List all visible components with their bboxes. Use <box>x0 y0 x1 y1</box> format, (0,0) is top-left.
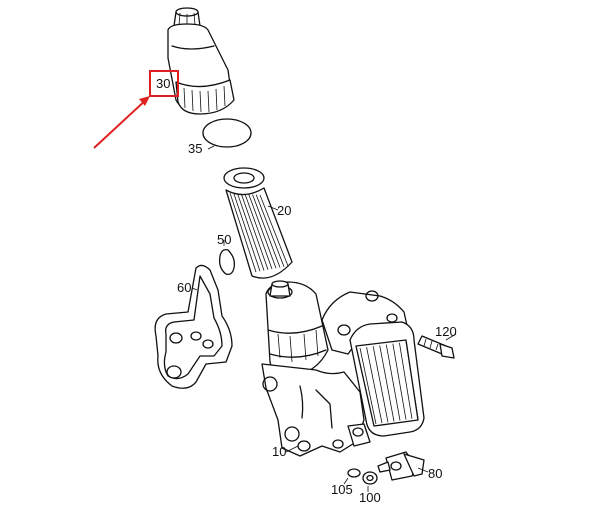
seal <box>218 248 236 276</box>
gasket <box>154 264 233 389</box>
cooler-fin <box>379 345 395 422</box>
filter-pleat <box>248 194 277 269</box>
callout-20: 20 <box>277 203 291 218</box>
filter-pleat <box>229 192 257 273</box>
o-ring <box>202 118 252 148</box>
filter-pleat <box>233 193 261 272</box>
callout-10: 10 <box>272 444 286 459</box>
callout-50: 50 <box>217 232 231 247</box>
filter-pleat <box>237 193 265 271</box>
highlight-box <box>149 70 179 97</box>
oil-sensor <box>377 451 425 481</box>
filter-pleat <box>240 193 269 270</box>
callout-120: 120 <box>435 324 457 339</box>
cooler-fin <box>392 343 407 420</box>
callout-105: 105 <box>331 482 353 497</box>
callout-80: 80 <box>428 466 442 481</box>
callout-100: 100 <box>359 490 381 505</box>
cooler-fin <box>385 344 401 421</box>
filter-element <box>223 167 293 279</box>
cooler-fin <box>372 346 389 423</box>
filter-pleat <box>255 194 285 267</box>
callout-35: 35 <box>188 141 202 156</box>
filter-housing-cap <box>167 7 235 115</box>
filter-pleat <box>259 194 289 267</box>
highlight-arrow <box>93 96 150 149</box>
cooler-fin <box>366 347 383 424</box>
callout-30: 30 <box>156 76 170 91</box>
bolt <box>417 335 455 359</box>
drain-plug <box>362 471 378 485</box>
cooler-fin <box>405 341 419 419</box>
filter-pleat <box>252 194 281 268</box>
filter-housing <box>261 280 425 457</box>
cooler-fin <box>399 342 413 419</box>
cooler-fin <box>359 347 377 425</box>
small-seal-ring <box>347 468 361 478</box>
filter-pleat <box>244 193 273 270</box>
callout-60: 60 <box>177 280 191 295</box>
